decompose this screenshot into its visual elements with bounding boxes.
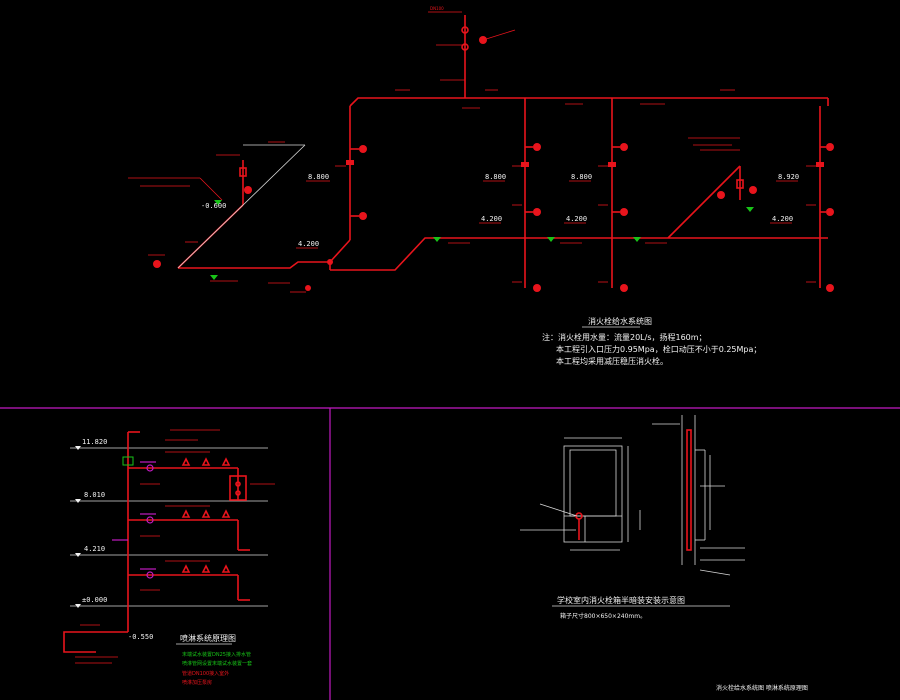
wall-section xyxy=(686,429,692,551)
sprinkler-title: 喷淋系统原理图 xyxy=(180,633,236,643)
level-label: 8.800 xyxy=(485,173,506,181)
hydrant-symbol xyxy=(826,208,834,216)
sprinkler-head xyxy=(221,509,231,518)
red-note: 管道DN100接入室外 xyxy=(182,670,229,677)
hydrant-symbol xyxy=(327,259,333,265)
valve-symbol xyxy=(736,179,744,189)
hydrant-symbol xyxy=(826,284,834,292)
hydrant-symbol xyxy=(620,284,628,292)
level-marker xyxy=(214,200,222,205)
level-label: ±0.000 xyxy=(82,596,107,604)
cabinet-subtitle: 箱子尺寸800×650×240mm。 xyxy=(560,612,646,620)
top-main-pipe xyxy=(349,97,828,107)
drawing-footer: 消火栓给水系统图 喷淋系统原理图 xyxy=(716,684,808,692)
hydrant-system-diagram: DN100 xyxy=(128,6,834,366)
level-marker xyxy=(433,237,441,242)
label-line xyxy=(199,177,223,201)
riser-1-bend xyxy=(329,239,351,263)
cabinet-detail-diagram: 学校室内消火栓箱半暗装安装示意图 箱子尺寸800×650×240mm。 消火栓给… xyxy=(520,415,808,692)
hydrant-symbol xyxy=(244,186,252,194)
level-label: 4.200 xyxy=(298,240,319,248)
level-label: 4.210 xyxy=(84,545,105,553)
note-line: 注：消火栓用水量：流量20L/s，扬程160m； xyxy=(542,332,707,342)
flow-switch-symbol xyxy=(146,516,154,524)
level-label: 4.200 xyxy=(481,215,502,223)
valve-symbol xyxy=(816,162,824,167)
hydrant-symbol xyxy=(826,143,834,151)
hydrant-symbol xyxy=(717,191,725,199)
level-marker xyxy=(75,604,81,608)
hydrant-symbol xyxy=(305,285,311,291)
level-marker xyxy=(746,207,754,212)
sprinkler-head xyxy=(201,457,211,466)
note-line: 本工程均采用减压稳压消火栓。 xyxy=(556,356,668,366)
hydrant-title: 消火栓给水系统图 xyxy=(588,316,652,326)
iso-guide xyxy=(177,144,306,269)
sprinkler-head xyxy=(221,564,231,573)
flow-switch-symbol xyxy=(146,464,154,472)
level-label: 8.800 xyxy=(308,173,329,181)
sprinkler-head xyxy=(181,457,191,466)
sprinkler-diagram: 11.820 8.010 4.210 ±0.000 -0.550 xyxy=(63,429,275,686)
flow-switch-symbol xyxy=(146,571,154,579)
cabinet-front xyxy=(563,445,623,543)
test-valve-box xyxy=(229,475,247,501)
sprinkler-head xyxy=(181,509,191,518)
hydrant-symbol xyxy=(153,260,161,268)
hydrant-symbol xyxy=(620,143,628,151)
level-label: 4.200 xyxy=(566,215,587,223)
valve-symbol xyxy=(346,160,354,165)
signal-valve xyxy=(122,456,134,466)
cabinet-title: 学校室内消火栓箱半暗装安装示意图 xyxy=(557,595,685,605)
sprinkler-head xyxy=(181,564,191,573)
level-label: 8.800 xyxy=(571,173,592,181)
leader-line xyxy=(699,569,731,576)
sprinkler-head xyxy=(201,509,211,518)
level-marker xyxy=(633,237,641,242)
lower-main-pipe xyxy=(330,237,828,271)
valve-symbol xyxy=(239,167,247,177)
hydrant-symbol xyxy=(533,284,541,292)
hydrant-symbol xyxy=(749,186,757,194)
valve-symbol xyxy=(521,162,529,167)
valve-symbol xyxy=(461,43,469,51)
gauge-symbol xyxy=(235,490,241,496)
valve-symbol xyxy=(608,162,616,167)
level-marker xyxy=(75,499,81,503)
level-marker xyxy=(210,275,218,280)
hydrant-symbol xyxy=(533,208,541,216)
level-label: 8.010 xyxy=(84,491,105,499)
sprinkler-head xyxy=(221,457,231,466)
green-note: 喷淋管网设置末端试水装置一套 xyxy=(182,660,252,667)
red-note: 喷淋加压泵房 xyxy=(182,679,212,686)
hydrant-symbol xyxy=(533,143,541,151)
hydrant-symbol xyxy=(359,212,367,220)
level-label: 8.920 xyxy=(778,173,799,181)
diagonal-pipe-right xyxy=(667,165,741,239)
level-label: -0.600 xyxy=(201,202,226,210)
sprinkler-head xyxy=(201,564,211,573)
level-label: 11.820 xyxy=(82,438,107,446)
level-marker xyxy=(75,553,81,557)
bottom-main-pipe xyxy=(178,261,330,269)
note-line: 本工程引入口压力0.95Mpa，栓口动压不小于0.25Mpa； xyxy=(556,344,761,354)
valve-symbol xyxy=(461,26,469,34)
level-marker xyxy=(75,446,81,450)
level-label: 4.200 xyxy=(772,215,793,223)
inlet-leader xyxy=(482,29,516,41)
inlet-label: DN100 xyxy=(430,6,444,11)
green-note: 末端试水装置DN25接入排水管 xyxy=(182,651,251,658)
cabinet-door xyxy=(569,449,617,517)
hydrant-symbol xyxy=(359,145,367,153)
hydrant-symbol xyxy=(620,208,628,216)
level-marker xyxy=(547,237,555,242)
leader-line xyxy=(539,503,578,517)
level-label: -0.550 xyxy=(128,633,153,641)
gauge-symbol xyxy=(235,481,241,487)
inlet-pipe xyxy=(63,631,128,653)
sprinkler-heads xyxy=(181,457,231,573)
